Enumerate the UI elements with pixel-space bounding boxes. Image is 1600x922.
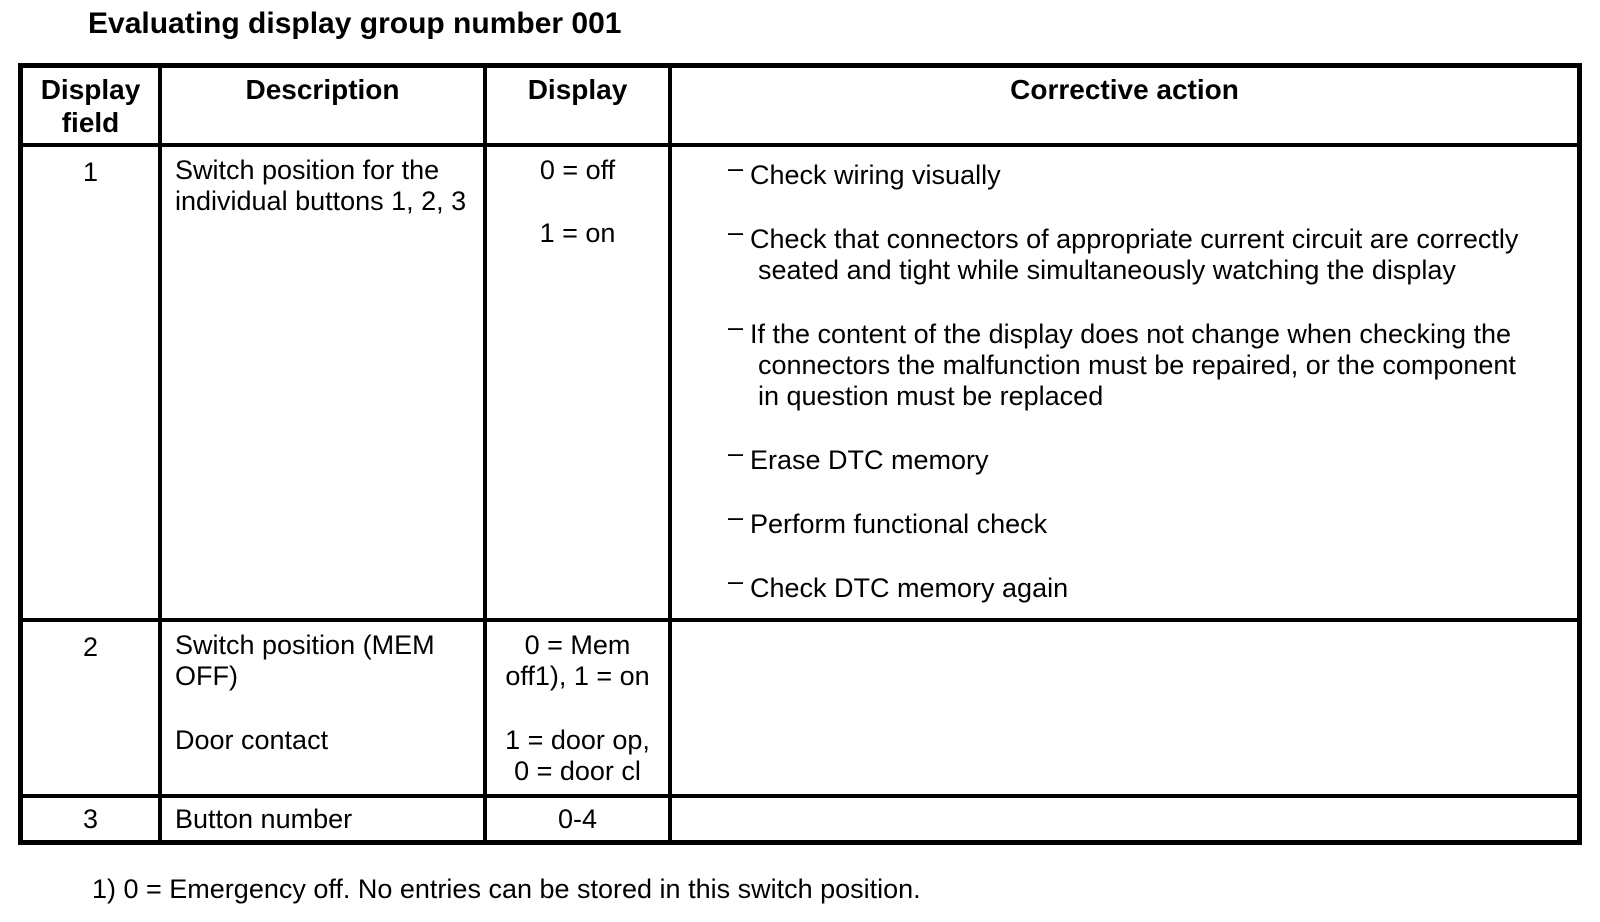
dash-icon: – — [728, 502, 744, 532]
header-cell-display: Display — [487, 68, 672, 147]
display-line: 0 = Mem — [524, 630, 631, 660]
corrective-action-cell-row1: –Check wiring visually –Check that conne… — [672, 147, 1577, 622]
description-cell-row2: Switch position (MEM OFF) Door contact — [162, 622, 487, 798]
corrective-action-item: –Perform functional check — [728, 502, 1541, 540]
display-line: 0 = door cl — [514, 756, 641, 786]
corrective-action-item: –Erase DTC memory — [728, 438, 1541, 476]
display-field-cell-row2: 2 — [23, 622, 162, 798]
corrective-action-item: –Check that connectors of appropriate cu… — [728, 217, 1541, 286]
corrective-action-cell-row3 — [672, 798, 1577, 840]
corrective-action-item: –If the content of the display does not … — [728, 312, 1541, 412]
display-line: 1 = on — [539, 218, 616, 248]
corrective-action-text: Check wiring visually — [750, 160, 1001, 190]
dash-icon: – — [728, 153, 744, 183]
header-cell-description: Description — [162, 68, 487, 147]
corrective-action-item: –Check DTC memory again — [728, 566, 1541, 604]
footnote: 1) 0 = Emergency off. No entries can be … — [92, 874, 921, 904]
description-paragraph: Door contact — [175, 725, 329, 755]
description-paragraph: Switch position (MEM OFF) — [175, 630, 435, 691]
corrective-action-text: If the content of the display does not c… — [750, 319, 1516, 411]
display-field-cell-row1: 1 — [23, 147, 162, 622]
display-cell-row1: 0 = off 1 = on — [487, 147, 672, 622]
description-cell-row1: Switch position for the individual butto… — [162, 147, 487, 622]
page-title: Evaluating display group number 001 — [88, 7, 622, 40]
corrective-action-text: Check that connectors of appropriate cur… — [750, 224, 1519, 285]
header-cell-display-field: Display field — [23, 68, 162, 147]
corrective-action-text: Check DTC memory again — [750, 573, 1069, 603]
display-cell-row2: 0 = Mem off1), 1 = on 1 = door op, 0 = d… — [487, 622, 672, 798]
corrective-action-item: –Check wiring visually — [728, 153, 1541, 191]
dash-icon: – — [728, 312, 744, 342]
corrective-action-text: Perform functional check — [750, 509, 1048, 539]
display-cell-row3: 0-4 — [487, 798, 672, 840]
dash-icon: – — [728, 438, 744, 468]
corrective-action-cell-row2 — [672, 622, 1577, 798]
display-line: off1), 1 = on — [505, 661, 650, 691]
header-cell-corrective-action: Corrective action — [672, 68, 1577, 147]
display-line: 0-4 — [557, 804, 598, 834]
display-group-table: Display field Description Display Correc… — [18, 63, 1582, 845]
display-line: 0 = off — [539, 155, 616, 185]
dash-icon: – — [728, 566, 744, 596]
display-field-cell-row3: 3 — [23, 798, 162, 840]
dash-icon: – — [728, 217, 744, 247]
description-paragraph: Button number — [175, 804, 353, 834]
corrective-action-text: Erase DTC memory — [750, 445, 989, 475]
display-line: 1 = door op, — [505, 725, 650, 755]
description-paragraph: Switch position for the individual butto… — [175, 155, 467, 216]
description-cell-row3: Button number — [162, 798, 487, 840]
